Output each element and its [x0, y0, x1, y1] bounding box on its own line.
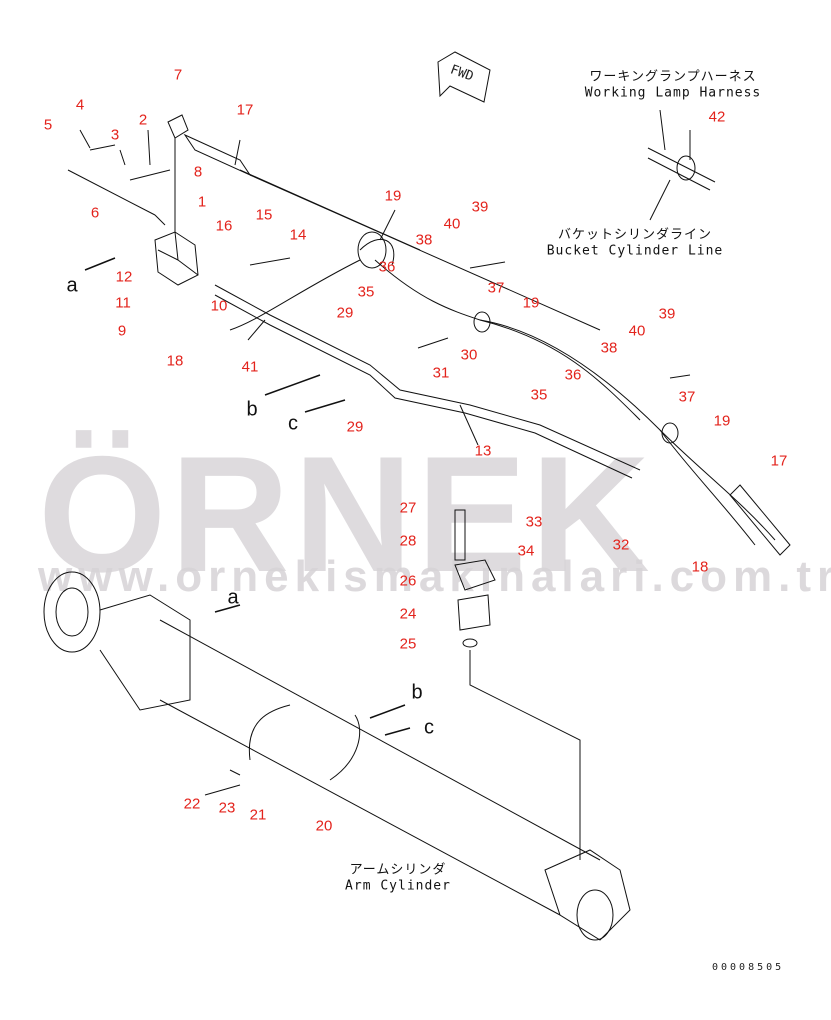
callout-label: 21 [249, 806, 267, 824]
callout-label: 15 [255, 206, 273, 224]
callout-label: 31 [432, 364, 450, 382]
callout-label: 18 [691, 558, 709, 576]
caption-bucket-line-jp: バケットシリンダライン [557, 227, 713, 243]
watermark-brand: ÖRNEK [38, 422, 654, 606]
callout-label: 22 [183, 795, 201, 813]
callout-label: 19 [713, 412, 731, 430]
callout-label: 36 [378, 258, 396, 276]
callout-label: 17 [236, 101, 254, 119]
callout-label: 11 [115, 294, 131, 312]
caption-working-lamp-jp: ワーキングランプハーネス [589, 69, 757, 85]
callout-label: 18 [166, 352, 184, 370]
callout-label: 39 [471, 198, 489, 216]
callout-label: 35 [357, 283, 375, 301]
callout-label: 7 [173, 66, 183, 84]
callout-label: 6 [90, 204, 100, 222]
caption-arm-cylinder-en: Arm Cylinder [345, 878, 451, 894]
callout-label: 25 [399, 635, 417, 653]
callout-label: 32 [612, 536, 630, 554]
callout-label: 1 [197, 193, 207, 211]
callout-label: 38 [600, 339, 618, 357]
callout-label: 4 [75, 96, 85, 114]
fwd-arrow-icon [437, 51, 491, 103]
callout-label: 38 [415, 231, 433, 249]
callout-label: 13 [474, 442, 492, 460]
callout-label: 41 [241, 358, 259, 376]
callout-label: 42 [708, 108, 726, 126]
callout-label: 39 [658, 305, 676, 323]
callout-label: 37 [487, 279, 505, 297]
caption-working-lamp-en: Working Lamp Harness [584, 85, 762, 101]
caption-bucket-line-en: Bucket Cylinder Line [546, 243, 724, 259]
callout-label: 29 [336, 304, 354, 322]
callout-label: 20 [315, 817, 333, 835]
callout-label: 26 [399, 572, 417, 590]
callout-label: 3 [110, 126, 120, 144]
callout-label: 27 [399, 499, 417, 517]
callout-label: 28 [399, 532, 417, 550]
callout-label: 40 [443, 215, 461, 233]
callout-label: a [66, 274, 78, 297]
callout-label: 33 [525, 513, 543, 531]
callout-label: c [424, 716, 434, 739]
callout-label: 2 [138, 111, 148, 129]
caption-arm-cylinder-jp: アームシリンダ [349, 862, 447, 878]
callout-label: 34 [517, 542, 535, 560]
watermark-url: www.ornekismakinalari.com.tr [38, 552, 831, 601]
valve-block [154, 231, 199, 286]
callout-label: 17 [770, 452, 788, 470]
drawing-number: 00008505 [712, 962, 785, 973]
callout-label: 40 [628, 322, 646, 340]
callout-label: 36 [564, 366, 582, 384]
callout-label: 14 [289, 226, 307, 244]
callout-label: a [227, 586, 239, 609]
callout-label: 5 [43, 116, 53, 134]
callout-label: 12 [115, 268, 133, 286]
callout-label: 16 [215, 217, 233, 235]
callout-label: 37 [678, 388, 696, 406]
callout-label: 19 [384, 187, 402, 205]
callout-label: 35 [530, 386, 548, 404]
callout-label: 19 [522, 294, 540, 312]
callout-label: 9 [117, 322, 127, 340]
callout-label: 30 [460, 346, 478, 364]
callout-label: 23 [218, 799, 236, 817]
callout-label: c [288, 412, 298, 435]
callout-label: 29 [346, 418, 364, 436]
callout-label: 10 [210, 297, 228, 315]
callout-label: b [246, 398, 258, 421]
callout-label: 8 [193, 163, 203, 181]
callout-label: b [411, 681, 423, 704]
callout-label: 24 [399, 605, 417, 623]
